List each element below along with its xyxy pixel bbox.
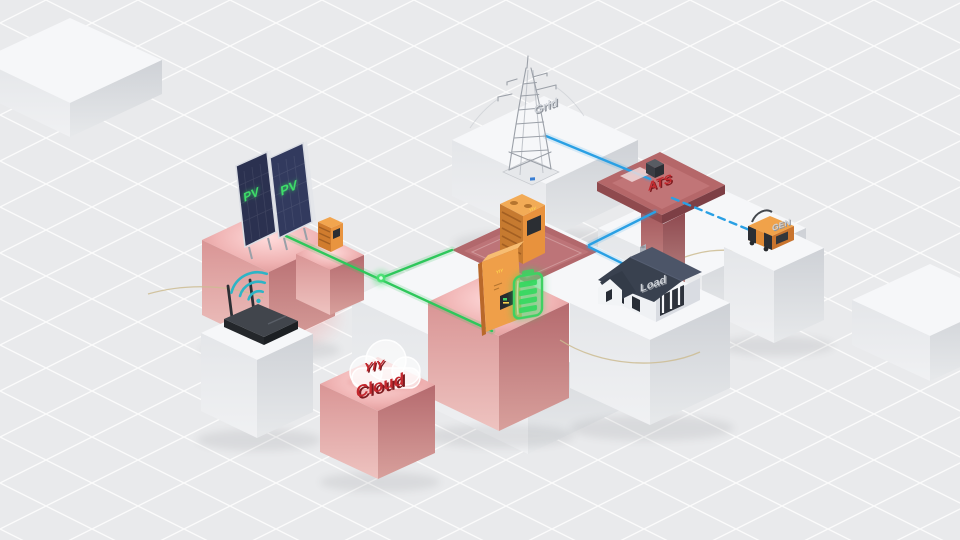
line-ats-to-generator-dashed: [670, 196, 754, 233]
generator-device: [748, 209, 794, 252]
line-pv-to-storage: [284, 234, 494, 333]
solar-panels: PV PV: [235, 141, 316, 260]
wifi-signal-icon: [230, 270, 269, 304]
cloud-brand-label: YIY YIY: [364, 357, 387, 376]
wifi-router-device: [224, 270, 298, 345]
combiner-pedestal: [296, 238, 364, 315]
grid-tower: [469, 55, 585, 186]
solar-panel: [235, 150, 277, 249]
background-slab-topleft: [0, 18, 162, 137]
cloud-platform: YIY YIY Cloud Cloud: [347, 339, 423, 404]
inverter-brand-mark: YIY: [529, 206, 536, 213]
svg-text:YIY: YIY: [365, 358, 387, 376]
ats-label: ATS ATS: [648, 170, 674, 195]
inverter-brand-mark: YIY: [496, 268, 503, 275]
line-ats-to-inverter: [587, 210, 657, 247]
svg-text:YIY: YIY: [364, 357, 386, 375]
house-cube: [570, 266, 730, 425]
pv-combiner-device: [318, 217, 343, 252]
battery-icon: [512, 269, 544, 320]
house-device: [598, 244, 702, 322]
background-slab-right: [852, 264, 960, 381]
svg-text:PV: PV: [280, 177, 298, 199]
pv-label: PV: [280, 177, 298, 199]
cable-wire: [559, 339, 701, 364]
cable-wire: [147, 286, 264, 299]
junction-glow: [372, 269, 390, 287]
line-junction-to-inverter: [379, 248, 454, 280]
solar-panel: [269, 141, 313, 240]
storage-inverter-device: YIY: [478, 241, 524, 336]
cloud-glass-icon: [349, 339, 421, 389]
